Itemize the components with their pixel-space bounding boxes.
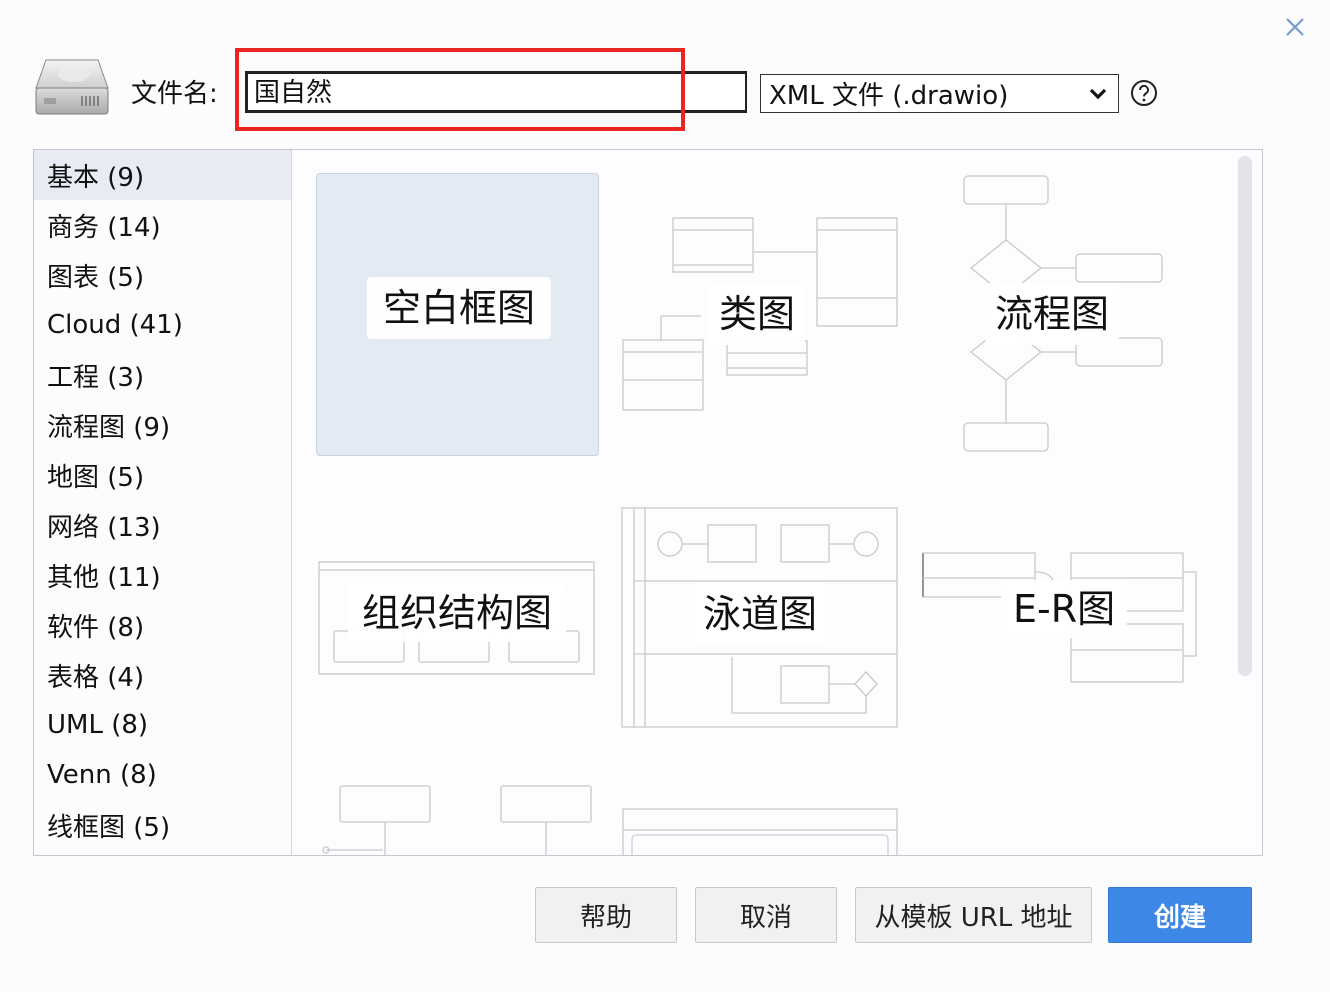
sidebar-item-flowchart[interactable]: 流程图 (9)	[47, 412, 171, 443]
template-grid: 空白框图 类图	[293, 150, 1262, 855]
filename-label: 文件名:	[131, 79, 218, 109]
template-swimlane[interactable]: 泳道图	[621, 507, 901, 729]
sidebar-item-tables[interactable]: 表格 (4)	[47, 662, 145, 693]
template-scrollbar[interactable]	[1238, 156, 1252, 676]
cancel-button[interactable]: 取消	[695, 887, 837, 943]
template-label: E-R图	[1001, 580, 1128, 638]
template-partial-uml-sequence[interactable]	[318, 780, 608, 855]
filename-input[interactable]: 国自然	[245, 71, 747, 113]
file-format-value: XML 文件 (.drawio)	[769, 81, 1009, 111]
sidebar-item-basic[interactable]: 基本 (9)	[34, 150, 291, 200]
sidebar-item-software[interactable]: 软件 (8)	[47, 612, 145, 643]
help-circle-icon[interactable]	[1130, 79, 1158, 107]
help-button[interactable]: 帮助	[535, 887, 677, 943]
template-label: 泳道图	[689, 583, 832, 645]
category-sidebar: 基本 (9) 商务 (14) 图表 (5) Cloud (41) 工程 (3) …	[34, 150, 292, 855]
hard-drive-icon	[35, 59, 109, 115]
sidebar-item-uml[interactable]: UML (8)	[47, 710, 149, 740]
sidebar-item-network[interactable]: 网络 (13)	[47, 512, 161, 543]
sidebar-item-engineering[interactable]: 工程 (3)	[47, 362, 145, 393]
template-label: 流程图	[985, 283, 1120, 345]
template-class-diagram[interactable]: 类图	[621, 190, 901, 450]
template-blank-diagram[interactable]: 空白框图	[316, 173, 599, 456]
sidebar-item-wireframes[interactable]: 线框图 (5)	[47, 812, 171, 843]
close-button[interactable]	[1282, 14, 1308, 40]
template-org-chart[interactable]: 组织结构图	[318, 560, 598, 680]
sidebar-item-venn[interactable]: Venn (8)	[47, 760, 157, 790]
from-template-url-button[interactable]: 从模板 URL 地址	[855, 887, 1092, 943]
create-button[interactable]: 创建	[1108, 887, 1252, 943]
template-label: 类图	[709, 283, 806, 345]
swimlane-thumbnail	[621, 507, 898, 728]
template-er-diagram[interactable]: E-R图	[921, 550, 1201, 690]
template-flowchart[interactable]: 流程图	[921, 170, 1201, 460]
sidebar-item-cloud[interactable]: Cloud (41)	[47, 310, 183, 340]
template-partial-wireframe[interactable]	[622, 808, 900, 855]
file-format-select[interactable]: XML 文件 (.drawio)	[760, 74, 1119, 113]
template-label: 组织结构图	[348, 584, 567, 642]
wireframe-thumbnail	[622, 808, 898, 855]
sidebar-item-maps[interactable]: 地图 (5)	[47, 462, 145, 493]
sidebar-item-charts[interactable]: 图表 (5)	[47, 262, 145, 293]
chevron-down-icon	[1089, 88, 1107, 100]
template-label: 空白框图	[367, 277, 552, 339]
sequence-thumbnail	[322, 785, 592, 855]
sidebar-item-other[interactable]: 其他 (11)	[47, 562, 161, 593]
sidebar-item-business[interactable]: 商务 (14)	[47, 212, 161, 243]
close-icon	[1286, 18, 1304, 36]
class-diagram-thumbnail	[622, 217, 898, 411]
scrollbar-thumb[interactable]	[1238, 156, 1252, 676]
template-browser: 基本 (9) 商务 (14) 图表 (5) Cloud (41) 工程 (3) …	[33, 149, 1263, 856]
